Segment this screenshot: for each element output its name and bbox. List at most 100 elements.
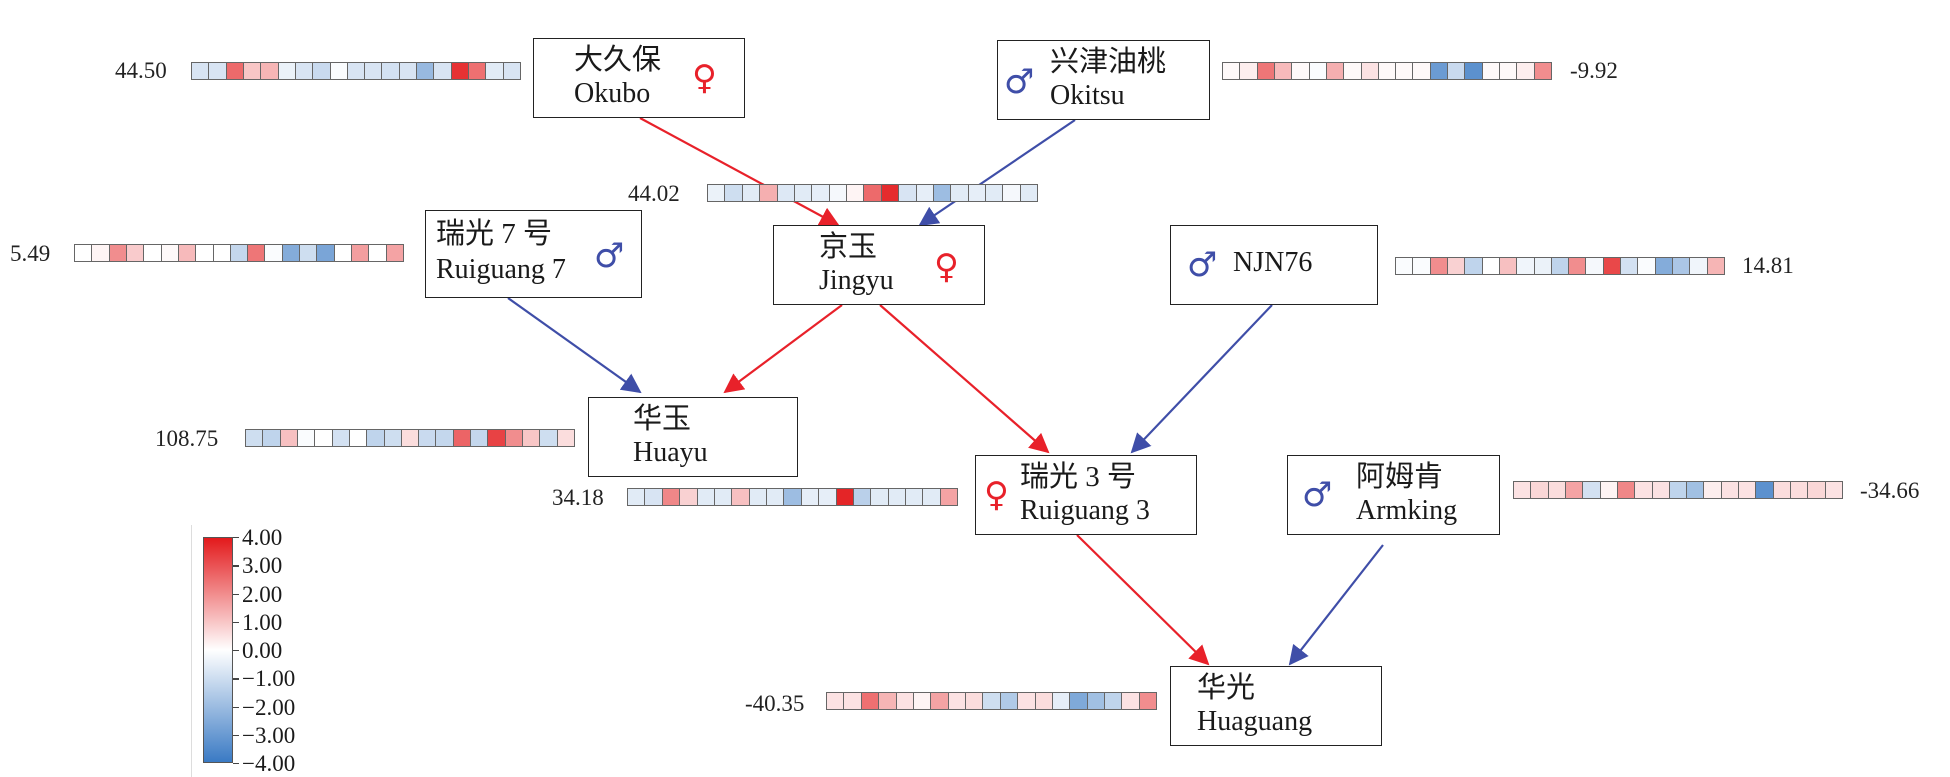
colorbar-tick-label: 0.00 bbox=[242, 638, 283, 663]
heatmap-cell bbox=[1344, 63, 1362, 79]
colorbar-tick-label: 1.00 bbox=[242, 609, 283, 635]
heatmap-cell bbox=[827, 693, 845, 709]
heatmap-cell bbox=[819, 489, 837, 505]
heatmap-cell bbox=[861, 693, 880, 709]
heatmap-cell bbox=[1482, 63, 1500, 79]
heatmap-cell bbox=[986, 185, 1004, 201]
heatmap-cell bbox=[1603, 258, 1622, 274]
heatmap-cell bbox=[401, 430, 420, 446]
colorbar-tick bbox=[233, 678, 239, 680]
heatmap-cell bbox=[1617, 482, 1636, 498]
colorbar bbox=[203, 537, 233, 763]
heatmap-cell bbox=[829, 185, 847, 201]
node-cn-name: 京玉 bbox=[819, 231, 878, 263]
heatmap-cell bbox=[352, 245, 370, 261]
heatmap-cell bbox=[1292, 63, 1310, 79]
colorbar-tick-label: −3.00 bbox=[242, 722, 296, 748]
heatmap-cell bbox=[1669, 482, 1688, 498]
heatmap-cell bbox=[680, 489, 698, 505]
heatmap-cell bbox=[1565, 482, 1584, 498]
heatmap-cell bbox=[708, 185, 726, 201]
heatmap-strip-okitsu bbox=[1222, 62, 1552, 80]
heatmap-cell bbox=[864, 185, 882, 201]
node-ruiguang7: 瑞光 7 号 Ruiguang 7 ♂ bbox=[425, 210, 642, 298]
heatmap-cell bbox=[1139, 693, 1157, 709]
heatmap-strip-huaguang bbox=[826, 692, 1157, 710]
edge-jingyu-to-ruiguang3 bbox=[879, 304, 1050, 454]
heatmap-cell bbox=[1482, 258, 1500, 274]
heatmap-cell bbox=[1413, 258, 1431, 274]
heatmap-cell bbox=[282, 245, 301, 261]
heatmap-cell bbox=[1000, 693, 1019, 709]
heatmap-cell bbox=[451, 63, 469, 79]
heatmap-cell bbox=[557, 430, 574, 446]
colorbar-tick bbox=[233, 565, 239, 567]
edge-armking-to-huaguang bbox=[1288, 544, 1384, 666]
heatmap-cell bbox=[488, 430, 506, 446]
node-en-name: NJN76 bbox=[1233, 247, 1313, 278]
node-en-name: Armking bbox=[1356, 495, 1458, 526]
heatmap-cell bbox=[1240, 63, 1258, 79]
female-icon: ♀ bbox=[692, 58, 717, 98]
heatmap-cell bbox=[313, 63, 331, 79]
heatmap-cell bbox=[1087, 693, 1105, 709]
heatmap-cell bbox=[1704, 482, 1722, 498]
heatmap-cell bbox=[317, 245, 335, 261]
heatmap-cell bbox=[847, 185, 865, 201]
heatmap-cell bbox=[1500, 63, 1518, 79]
heatmap-cell bbox=[812, 185, 830, 201]
score-okubo: 44.50 bbox=[115, 58, 167, 83]
heatmap-cell bbox=[1465, 258, 1483, 274]
heatmap-cell bbox=[968, 185, 986, 201]
node-cn-name: 阿姆肯 bbox=[1356, 461, 1444, 493]
heatmap-cell bbox=[1257, 63, 1275, 79]
heatmap-cell bbox=[1035, 693, 1053, 709]
heatmap-cell bbox=[1020, 185, 1038, 201]
heatmap-cell bbox=[226, 63, 244, 79]
colorbar-tick-label: −1.00 bbox=[242, 666, 296, 692]
heatmap-cell bbox=[297, 430, 316, 446]
heatmap-cell bbox=[1583, 482, 1601, 498]
heatmap-cell bbox=[92, 245, 110, 261]
heatmap-cell bbox=[1309, 63, 1327, 79]
colorbar-tick-label: 4.00 bbox=[242, 525, 283, 550]
node-en-name: Ruiguang 7 bbox=[436, 254, 566, 285]
colorbar-tick bbox=[233, 593, 239, 595]
edge-okubo-to-jingyu bbox=[639, 117, 840, 226]
heatmap-strip-ruiguang3 bbox=[627, 488, 958, 506]
node-en-name: Ruiguang 3 bbox=[1020, 495, 1150, 526]
heatmap-cell bbox=[1396, 258, 1414, 274]
heatmap-strip-njn76 bbox=[1395, 257, 1725, 275]
node-cn-name: 华光 bbox=[1197, 672, 1256, 704]
heatmap-cell bbox=[645, 489, 663, 505]
heatmap-cell bbox=[742, 185, 761, 201]
heatmap-cell bbox=[983, 693, 1001, 709]
node-huaguang: 华光 Huaguang bbox=[1170, 666, 1382, 746]
heatmap-strip-ruiguang7 bbox=[74, 244, 404, 262]
heatmap-cell bbox=[417, 63, 435, 79]
heatmap-cell bbox=[1465, 63, 1483, 79]
heatmap-cell bbox=[126, 245, 145, 261]
heatmap-cell bbox=[628, 489, 646, 505]
heatmap-cell bbox=[1361, 63, 1379, 79]
heatmap-cell bbox=[1707, 258, 1724, 274]
node-jingyu: 京玉 Jingyu ♀ bbox=[773, 225, 985, 305]
heatmap-cell bbox=[1673, 258, 1691, 274]
heatmap-cell bbox=[1534, 63, 1551, 79]
edge-okitsu-to-jingyu bbox=[918, 119, 1076, 227]
heatmap-cell bbox=[1052, 693, 1071, 709]
heatmap-cell bbox=[1721, 482, 1740, 498]
heatmap-cell bbox=[1018, 693, 1036, 709]
heatmap-cell bbox=[505, 430, 523, 446]
node-en-name: Okitsu bbox=[1050, 80, 1125, 111]
heatmap-cell bbox=[300, 245, 318, 261]
score-ruiguang7: 5.49 bbox=[10, 241, 51, 266]
heatmap-cell bbox=[347, 63, 366, 79]
score-huayu: 108.75 bbox=[155, 426, 219, 451]
colorbar-tick-label: −4.00 bbox=[242, 751, 296, 776]
node-armking: ♂ 阿姆肯 Armking bbox=[1287, 455, 1500, 535]
heatmap-cell bbox=[1070, 693, 1088, 709]
heatmap-cell bbox=[697, 489, 715, 505]
score-huaguang: -40.35 bbox=[745, 691, 805, 716]
